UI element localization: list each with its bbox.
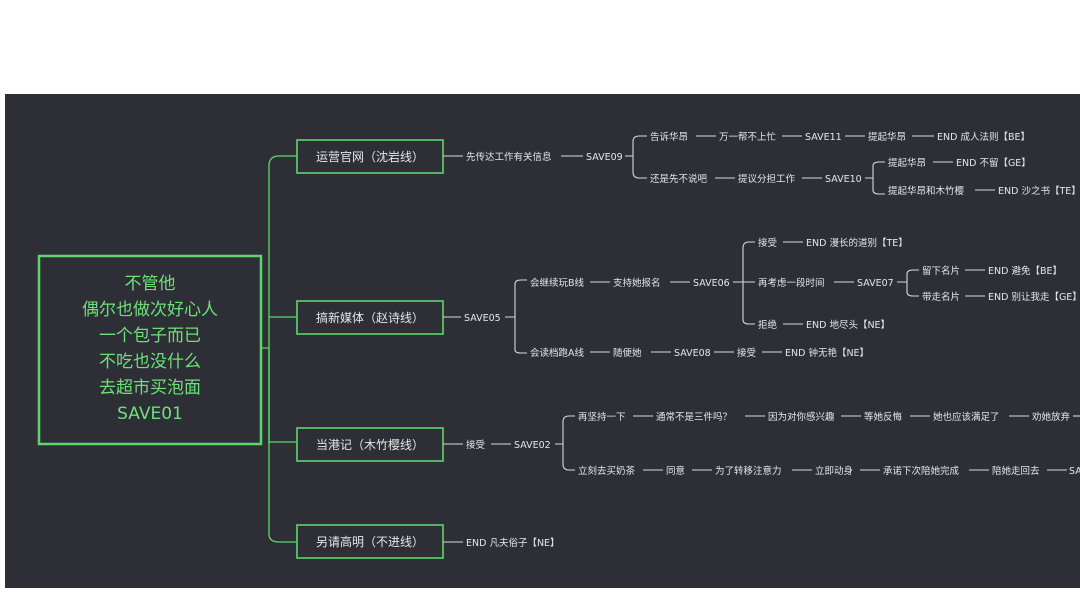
node-end: END 不留【GE】 (956, 157, 1031, 169)
node-text: 提起华昂 (888, 157, 926, 169)
node-text: 会继续玩B线 (530, 277, 585, 289)
node-end: END 避免【BE】 (988, 265, 1062, 277)
root-node-box[interactable] (37, 254, 263, 446)
node-text: 会读档跑A线 (530, 347, 584, 359)
node-text: 留下名片 (922, 265, 960, 277)
connector (268, 348, 297, 444)
mindmap-diagram: 不管他 偶尔也做次好心人 一个包子而已 不吃也没什么 去超市买泡面 SAVE01… (37, 131, 1080, 559)
branch-label: 当港记（木竹樱线） (316, 437, 424, 452)
node-text: 因为对你感兴趣 (768, 411, 835, 423)
node-text: 接受 (737, 347, 756, 359)
root-line: 不管他 (125, 274, 176, 294)
node-text: 接受 (758, 237, 777, 249)
branch-label: 搞新媒体（赵诗线） (316, 310, 424, 325)
node-end: END 地尽头【NE】 (806, 319, 890, 331)
node-end: END 钟无艳【NE】 (785, 347, 869, 359)
node-text: 支持她报名 (613, 277, 661, 289)
branch-label: 运营官网（沈岩线） (316, 149, 424, 164)
node-text: 她也应该满足了 (933, 411, 1000, 423)
node-text: 等她反悔 (864, 411, 903, 423)
node-save: SAVE10 (825, 174, 862, 185)
node-text: 万一帮不上忙 (719, 131, 777, 143)
node-text: 接受 (466, 439, 485, 451)
node-end: END 漫长的道别【TE】 (806, 237, 908, 249)
node-text: 通常不是三件吗？ (656, 411, 732, 423)
node-end: END 沙之书【TE】 (998, 185, 1080, 197)
node-save: SA (1069, 466, 1080, 477)
node-text: 提议分担工作 (738, 173, 796, 185)
node-save: SAVE02 (514, 440, 551, 451)
root-save-label: SAVE01 (117, 404, 183, 424)
node-text: 为了转移注意力 (715, 465, 782, 477)
node-text: 还是先不说吧 (650, 173, 708, 185)
node-end: END 别让我走【GE】 (988, 292, 1080, 303)
node-text: 立即动身 (815, 465, 853, 477)
node-text: 带走名片 (922, 291, 960, 303)
node-text: 再考虑一段时间 (758, 277, 825, 289)
node-text: 立刻去买奶茶 (578, 465, 636, 477)
node-text: 告诉华昂 (650, 131, 688, 143)
root-line: 一个包子而已 (99, 326, 201, 346)
node-text: 劝她放弃 (1032, 411, 1071, 423)
node-save: SAVE06 (693, 278, 730, 289)
node-text: 随便她 (613, 347, 642, 359)
branch-label: 另请高明（不进线） (316, 534, 424, 549)
node-save: SAVE08 (674, 348, 711, 359)
node-save: SAVE05 (464, 313, 501, 324)
root-line: 不吃也没什么 (99, 352, 201, 372)
node-text: 提起华昂和木竹樱 (888, 185, 965, 197)
node-text: 先传达工作有关信息 (466, 151, 552, 163)
root-line: 去超市买泡面 (99, 378, 201, 398)
node-text: 再坚持一下 (578, 411, 626, 423)
root-line: 偶尔也做次好心人 (82, 300, 218, 320)
node-text: 陪她走回去 (992, 465, 1040, 477)
node-save: SAVE07 (857, 278, 894, 289)
node-text: 同意 (666, 465, 685, 477)
node-end: END 成人法则【BE】 (937, 131, 1030, 143)
node-save: SAVE09 (586, 152, 623, 163)
mindmap-canvas: 不管他 偶尔也做次好心人 一个包子而已 不吃也没什么 去超市买泡面 SAVE01… (5, 94, 1080, 588)
node-text: 承诺下次陪她完成 (883, 465, 960, 477)
node-text: 提起华昂 (868, 131, 906, 143)
connector (261, 155, 297, 543)
node-end: END 凡夫俗子【NE】 (466, 537, 560, 549)
node-save: SAVE11 (805, 132, 842, 143)
node-text: 拒绝 (758, 319, 778, 331)
